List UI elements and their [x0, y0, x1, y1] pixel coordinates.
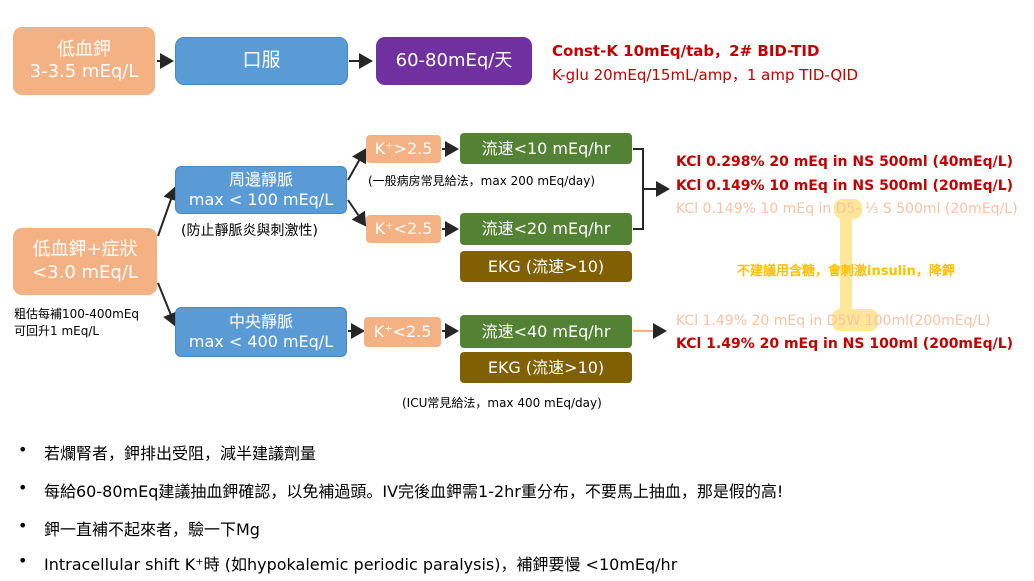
central-vein-title: 中央靜脈: [228, 312, 293, 331]
hypokalemia-mild-title: 低血鉀: [57, 38, 111, 60]
rate-40-label: 流速<40 mEq/hr: [481, 321, 611, 341]
oral-regimen-line1: Const-K 10mEq/tab，2# BID-TID: [552, 42, 820, 60]
bracket-peripheral: [633, 148, 668, 230]
central-vein-box: 中央靜脈 max < 400 mEq/L: [175, 307, 347, 357]
hypokalemia-symptomatic-box: 低血鉀+症狀 <3.0 mEq/L: [13, 228, 157, 295]
k-below-2-5-peripheral-label: K⁺<2.5: [374, 219, 433, 238]
k-above-2-5-label: K⁺>2.5: [374, 139, 433, 158]
hypokalemia-mild-box: 低血鉀 3-3.5 mEq/L: [13, 27, 155, 95]
central-vein-max: max < 400 mEq/L: [188, 332, 334, 351]
note-magnesium: 鉀一直補不起來者，驗一下Mg: [44, 520, 260, 539]
rate-20-box: 流速<20 mEq/hr: [460, 213, 632, 245]
arrow-peripheral-to-kgt: [347, 148, 367, 181]
hypokalemia-mild-range: 3-3.5 mEq/L: [29, 61, 139, 82]
oral-route-box: 口服: [175, 37, 348, 85]
k-above-2-5-box: K⁺>2.5: [366, 135, 441, 163]
k-below-2-5-central-label: K⁺<2.5: [373, 322, 432, 341]
icu-note: (ICU常見給法，max 400 mEq/day): [402, 396, 602, 410]
ekg-peripheral-box: EKG (流速>10): [460, 251, 632, 282]
glucose-warning: 不建議用含糖，會刺激insulin，降鉀: [737, 264, 955, 279]
rate-10-label: 流速<10 mEq/hr: [481, 138, 611, 158]
highlight-d5-marker: [834, 199, 862, 219]
bullet-icon: •: [18, 516, 28, 535]
kcl-peripheral-recipe-2: KCl 0.149% 10 mEq in NS 500ml (20mEq/L): [676, 178, 1014, 194]
ekg-peripheral-label: EKG (流速>10): [487, 256, 605, 276]
estimate-note-line2: 可回升1 mEq/L: [14, 324, 100, 338]
hypokalemia-symptomatic-range: <3.0 mEq/L: [32, 261, 138, 283]
k-below-2-5-peripheral-box: K⁺<2.5: [366, 215, 441, 243]
note-renal: 若爛腎者，鉀排出受阻，減半建議劑量: [44, 444, 317, 463]
ward-note: (一般病房常見給法，max 200 mEq/day): [368, 174, 596, 188]
oral-dose-box: 60-80mEq/天: [376, 37, 532, 85]
note-recheck: 每給60-80mEq建議抽血鉀確認，以免補過頭。IV完後血鉀需1-2hr重分布，…: [44, 482, 784, 501]
peripheral-vein-max: max < 100 mEq/L: [188, 190, 334, 209]
hypokalemia-symptomatic-title: 低血鉀+症狀: [32, 239, 138, 260]
highlight-d5w-marker: [832, 309, 878, 331]
estimate-note-line1: 粗估每補100-400mEq: [14, 307, 140, 321]
arrow-peripheral-to-klt: [347, 199, 367, 227]
rate-40-box: 流速<40 mEq/hr: [460, 315, 632, 348]
ekg-central-label: EKG (流速>10): [487, 357, 605, 377]
kcl-central-recipe-2: KCl 1.49% 20 mEq in NS 100ml (200mEq/L): [676, 336, 1014, 352]
bullet-icon: •: [18, 551, 28, 570]
k-below-2-5-central-box: K⁺<2.5: [364, 317, 441, 347]
bullet-icon: •: [18, 478, 28, 497]
peripheral-vein-note: (防止靜脈炎與刺激性): [181, 223, 318, 239]
kcl-central-recipe-1: KCl 1.49% 20 mEq in D5W 100ml(200mEq/L): [676, 313, 991, 329]
note-intracellular-shift: Intracellular shift K⁺時 (如hypokalemic pe…: [44, 555, 678, 574]
oral-route-label: 口服: [242, 49, 281, 72]
peripheral-vein-box: 周邊靜脈 max < 100 mEq/L: [175, 166, 347, 214]
ekg-central-box: EKG (流速>10): [460, 352, 632, 383]
oral-regimen-line2: K-glu 20mEq/15mL/amp，1 amp TID-QID: [552, 66, 859, 84]
oral-dose-label: 60-80mEq/天: [395, 49, 513, 71]
arrow-sym-to-central: [157, 282, 178, 327]
kcl-peripheral-recipe-3: KCl 0.149% 10 mEq in D5- ⅓ S 500ml (20mE…: [676, 201, 1018, 217]
arrow-sym-to-peripheral: [157, 186, 179, 237]
kcl-peripheral-recipe-1: KCl 0.298% 20 mEq in NS 500ml (40mEq/L): [676, 154, 1014, 170]
rate-10-box: 流速<10 mEq/hr: [460, 133, 632, 164]
rate-20-label: 流速<20 mEq/hr: [481, 219, 611, 238]
peripheral-vein-title: 周邊靜脈: [228, 170, 293, 189]
bullet-icon: •: [18, 440, 28, 459]
